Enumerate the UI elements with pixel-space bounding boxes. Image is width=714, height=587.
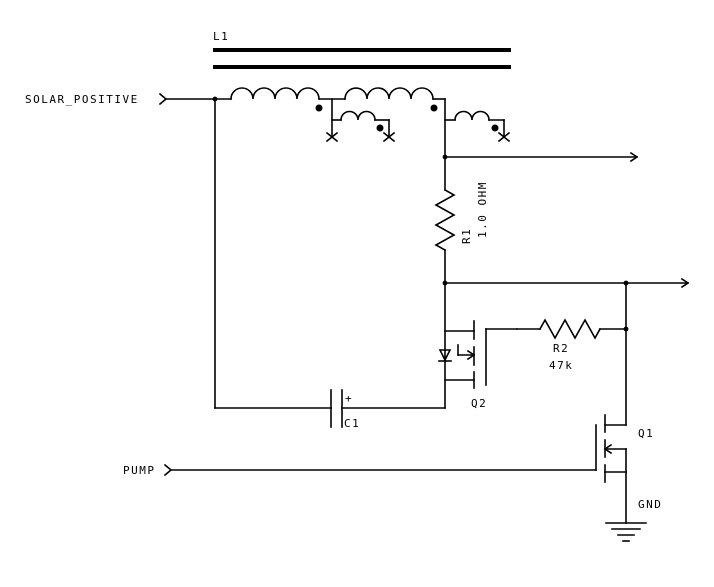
- q1-label: Q1: [638, 427, 654, 440]
- inductor-secondary-2: [454, 110, 490, 121]
- inductor-label: L1: [213, 30, 229, 43]
- capacitor-c1: [330, 389, 343, 428]
- q2-label: Q2: [471, 397, 487, 410]
- r2-name-label: R2: [553, 342, 569, 355]
- solar-positive-port: [158, 92, 232, 106]
- pump-port: [163, 463, 597, 477]
- phase-dot: [376, 124, 384, 132]
- phase-dot: [491, 124, 499, 132]
- mosfet-q1: [595, 414, 627, 524]
- c1-label: C1: [344, 417, 360, 430]
- gnd-label: GND: [638, 498, 662, 511]
- inductor-winding-2: [344, 87, 434, 100]
- r1-value-label: 1.0 OHM: [476, 181, 489, 238]
- resistor-r2: [538, 318, 602, 340]
- resistor-r1: [434, 188, 456, 252]
- c1-plus-sign: +: [345, 392, 353, 405]
- ground-symbol: [605, 522, 647, 542]
- pump-label: PUMP: [123, 464, 156, 477]
- inductor-core: [213, 48, 511, 69]
- inductor-winding-1: [230, 87, 320, 100]
- r2-value-label: 47k: [549, 359, 573, 372]
- inductor-secondary-1: [340, 110, 376, 121]
- phase-dot: [315, 104, 323, 112]
- mosfet-q2: [438, 282, 518, 409]
- phase-dot: [430, 104, 438, 112]
- solar-positive-label: SOLAR_POSITIVE: [25, 93, 139, 106]
- r1-name-label: R1: [460, 228, 473, 244]
